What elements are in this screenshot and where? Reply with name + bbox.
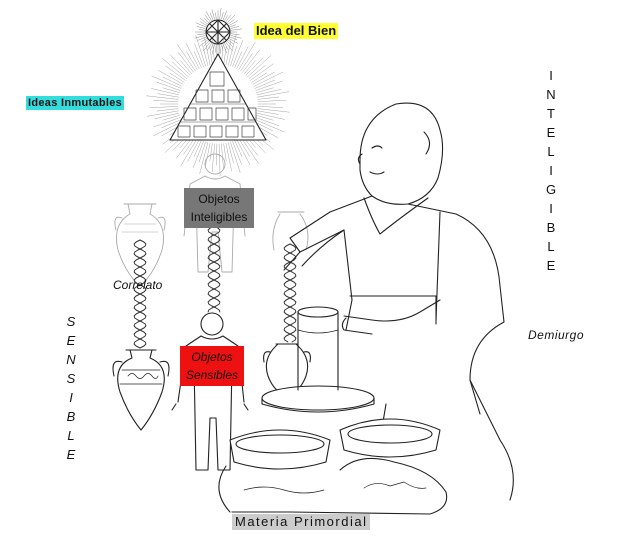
materia-primordial-label: Materia Primordial — [232, 514, 371, 531]
vertical-letter: E — [546, 258, 556, 273]
vertical-letter: I — [549, 163, 553, 178]
torno-alfarero — [261, 306, 375, 413]
vertical-letter: B — [546, 220, 556, 235]
correlato-label: Correlato — [113, 278, 163, 292]
objetos-inteligibles-label: Objetos Inteligibles — [184, 188, 254, 228]
vertical-letter: S — [66, 314, 76, 329]
demiurgo-alfarero — [283, 102, 514, 501]
ideas-inmutables-pyramid — [146, 31, 290, 177]
correlato-strand-center — [207, 225, 221, 313]
vasija-sensible — [263, 343, 311, 397]
anfora-inteligible-izquierda — [114, 203, 166, 287]
vertical-letter: N — [546, 87, 556, 102]
materia-primordial-formas — [218, 418, 448, 515]
idea-del-bien-polyhedron — [205, 19, 231, 45]
idea-del-bien-label: Idea del Bien — [254, 23, 339, 40]
vertical-letter: E — [546, 125, 556, 140]
vertical-letter: T — [547, 106, 555, 121]
vertical-letter: G — [545, 182, 557, 197]
vertical-letter: E — [66, 333, 76, 348]
figura-inteligible — [183, 153, 246, 273]
vertical-letter: L — [547, 144, 555, 159]
vertical-letter: N — [66, 352, 76, 367]
correlato-strand-left — [133, 239, 147, 349]
vertical-letter: I — [549, 68, 553, 83]
vertical-letter: S — [66, 371, 76, 386]
vertical-letter: L — [67, 428, 75, 443]
vertical-letter: B — [66, 409, 76, 424]
anfora-inteligible-derecha — [272, 211, 309, 251]
vertical-letter: E — [66, 447, 76, 462]
vertical-letter: I — [549, 201, 553, 216]
anfora-sensible-izquierda — [112, 349, 170, 431]
vertical-letter: I — [69, 390, 73, 405]
ideas-inmutables-label: Ideas Inmutables — [26, 96, 125, 111]
vertical-letter: L — [547, 239, 555, 254]
demiurgo-label: Demiurgo — [528, 328, 585, 342]
objetos-sensibles-label: Objetos Sensibles — [180, 346, 244, 386]
